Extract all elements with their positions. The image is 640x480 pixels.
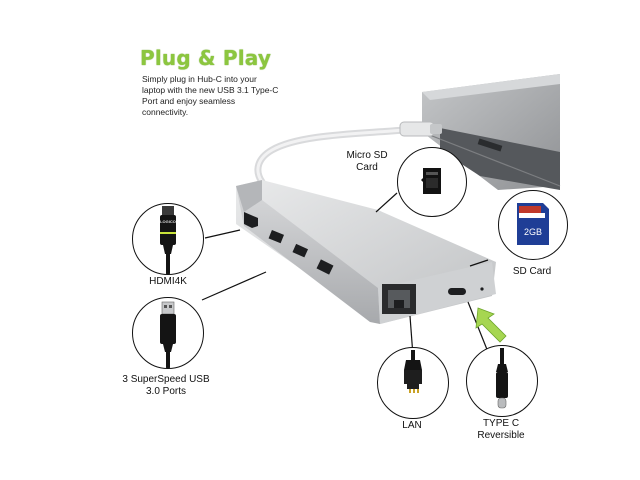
type-c-circle (466, 345, 538, 417)
usb-circle (132, 297, 204, 369)
sd-card-capacity: 2GB (523, 227, 542, 237)
headline: Plug & Play (140, 46, 272, 70)
hdmi-cable-icon (160, 206, 176, 274)
sd-card-label: SD Card (512, 266, 552, 277)
description: Simply plug in Hub-C into your laptop wi… (142, 74, 279, 117)
usb-c-hub (236, 180, 496, 324)
type-c-label: TYPE C Reversible (477, 418, 525, 441)
lan-circle (377, 347, 449, 419)
hdmi-brand: LOGICO (160, 219, 176, 224)
usb-cable-icon (160, 301, 176, 368)
ethernet-cable-icon (404, 350, 422, 393)
laptop (421, 74, 561, 190)
usb-c-cable-icon (496, 348, 508, 409)
sd-card-circle: 2GB (498, 190, 568, 260)
usb-c-cable (254, 121, 442, 186)
micro-sd-icon (421, 168, 441, 194)
micro-sd-label: Micro SD Card (346, 150, 388, 173)
sd-card-icon (517, 203, 549, 245)
insert-arrow (475, 307, 507, 343)
micro-sd-circle (397, 147, 467, 217)
hdmi-label: HDMI4K (149, 276, 187, 287)
lan-label: LAN (402, 420, 422, 431)
usb-label: 3 SuperSpeed USB 3.0 Ports (122, 374, 210, 397)
hdmi-circle: LOGICO (132, 203, 204, 275)
